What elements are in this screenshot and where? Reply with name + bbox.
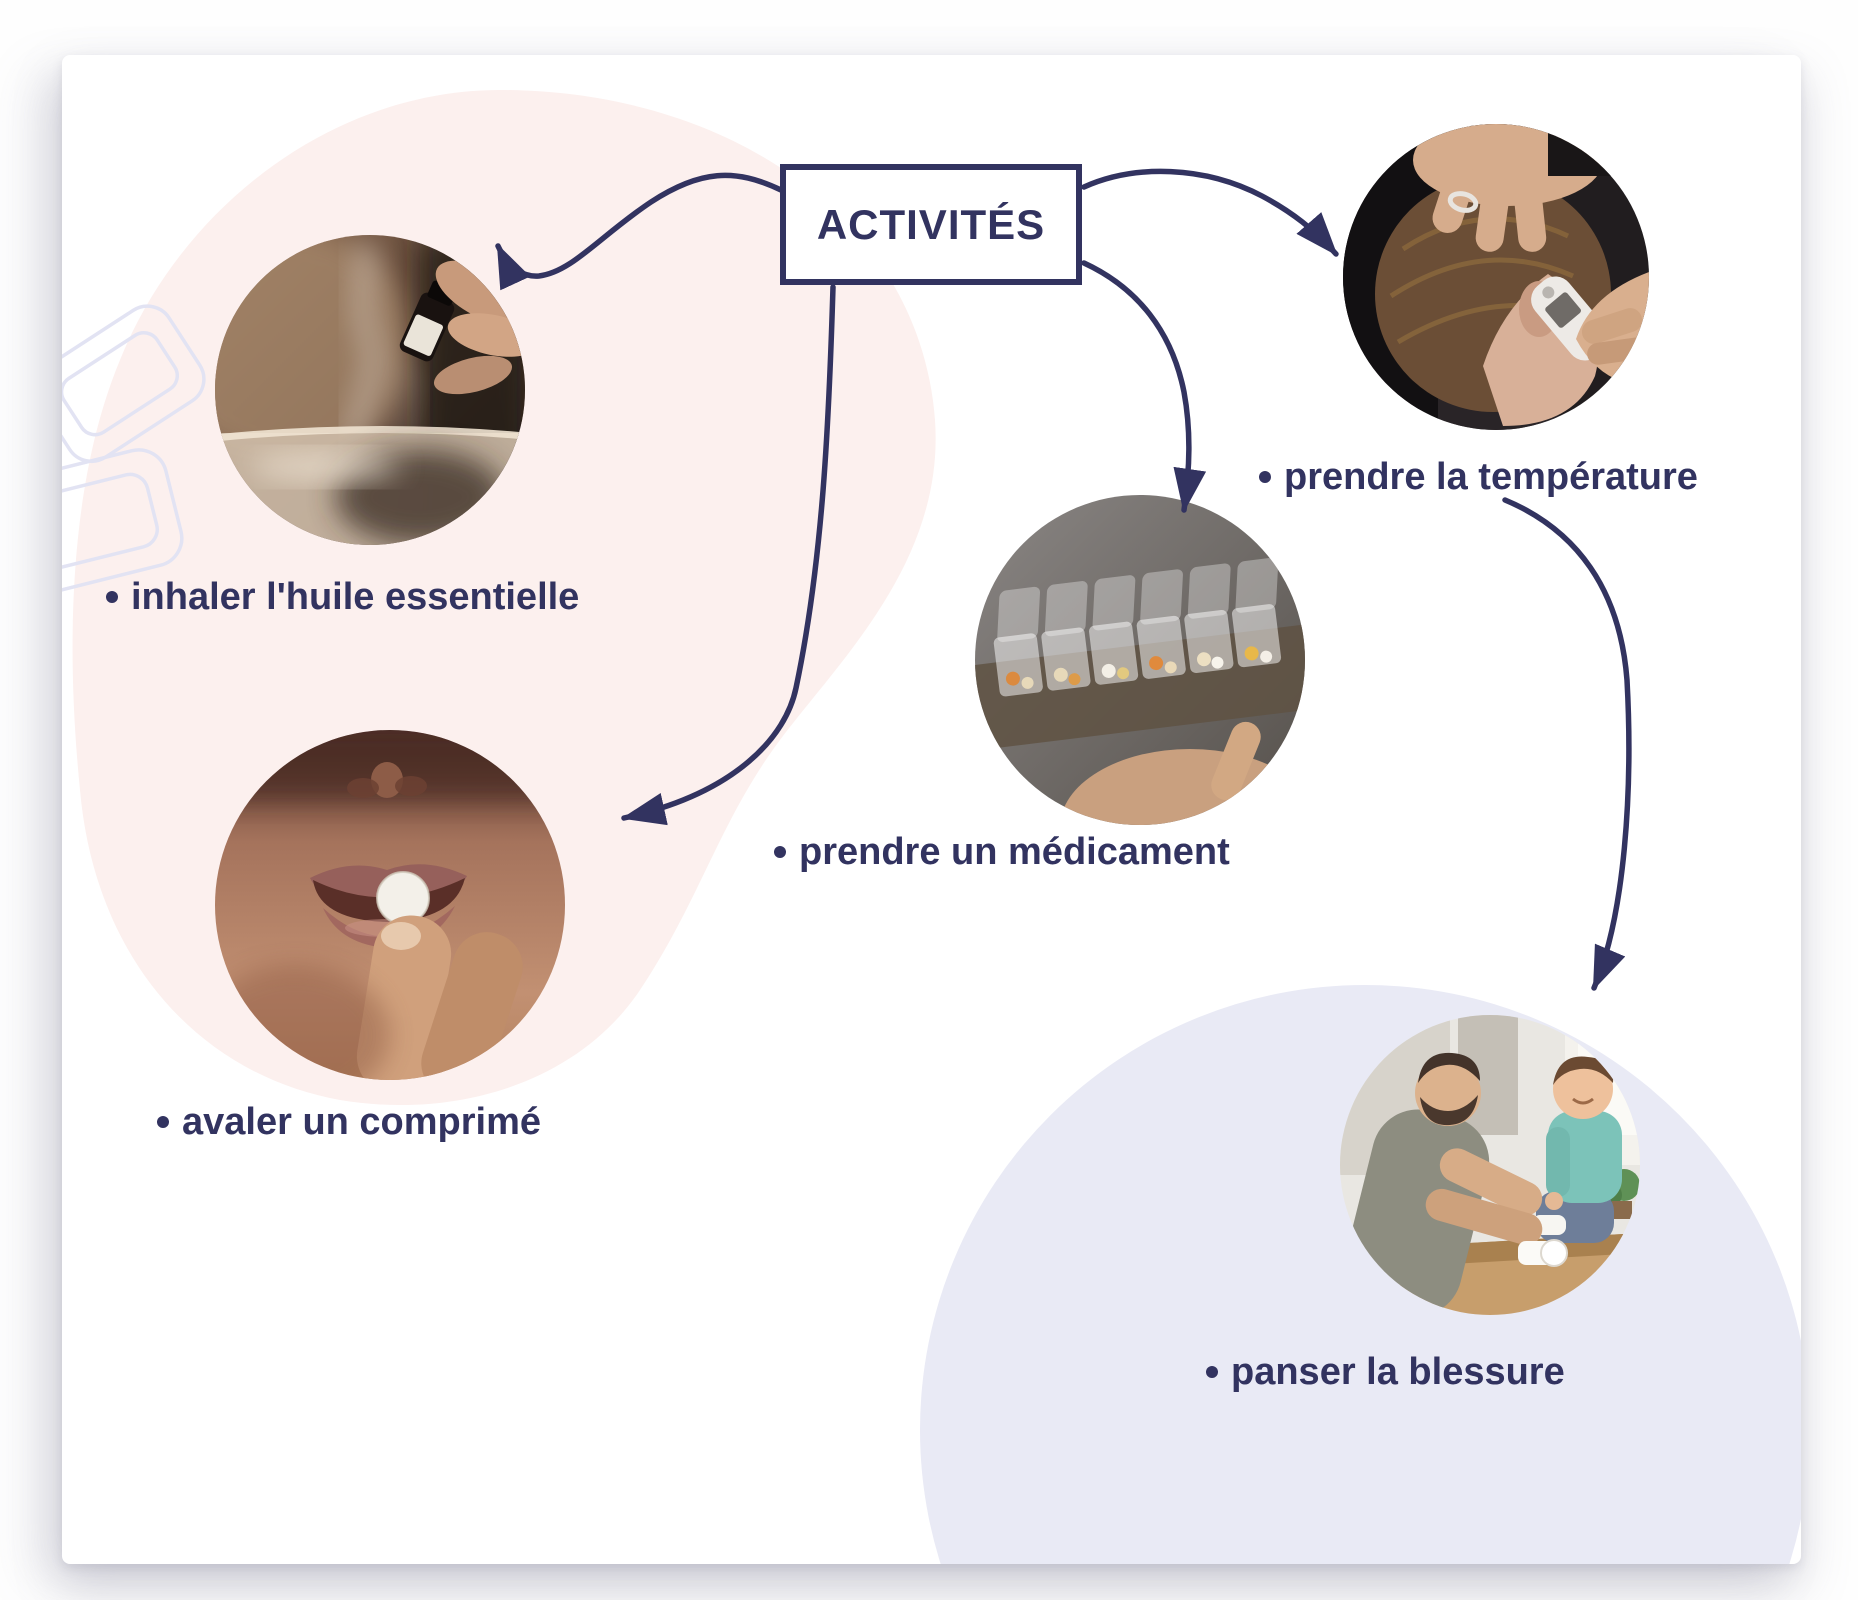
bullet-dot [106, 591, 118, 603]
lavender-blob [920, 985, 1801, 1564]
temperature-label: prendre la température [1259, 453, 1698, 501]
swallow-tablet-photo [215, 730, 565, 1080]
page-title: ACTIVITÉS [816, 200, 1046, 248]
medication-photo [975, 495, 1305, 825]
temperature-label-text: prendre la température [1284, 456, 1698, 498]
activities-title-box: ACTIVITÉS [780, 164, 1082, 285]
bullet-dot [1206, 1366, 1218, 1378]
pills [1005, 646, 1273, 689]
bullet-dot [774, 846, 786, 858]
bandage-label: panser la blessure [1206, 1348, 1565, 1396]
bullet-dot [157, 1116, 169, 1128]
arrow-to-temperature [1081, 168, 1339, 257]
medication-label: prendre un médicament [774, 828, 1230, 876]
bandage-photo [1340, 1015, 1640, 1315]
arrow-to-swallow-tablet [621, 284, 836, 826]
essential-oil-label: inhaler l'huile essentielle [106, 573, 579, 621]
diagram-card: ACTIVITÉS [62, 55, 1801, 1564]
temperature-photo [1343, 124, 1649, 430]
arrow-temperature-to-bandage [1502, 497, 1632, 991]
essential-oil-photo [215, 235, 525, 545]
arrow-to-essential-oil [495, 172, 784, 291]
swallow-tablet-label-text: avaler un comprimé [182, 1101, 542, 1143]
swallow-tablet-label: avaler un comprimé [157, 1098, 541, 1146]
medication-label-text: prendre un médicament [799, 831, 1230, 873]
pill-organizer [993, 557, 1282, 697]
arrow-to-medication [1081, 260, 1207, 513]
bullet-dot [1259, 471, 1271, 483]
ring [1447, 191, 1479, 213]
essential-oil-label-text: inhaler l'huile essentielle [131, 576, 580, 618]
bandage-label-text: panser la blessure [1231, 1351, 1565, 1393]
